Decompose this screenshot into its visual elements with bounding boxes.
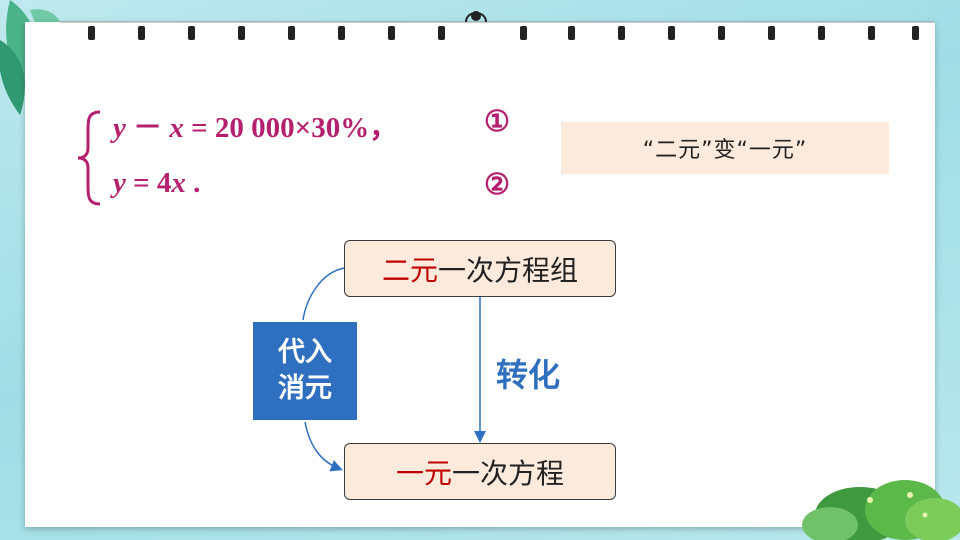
top-box-highlight: 二元: [381, 253, 438, 287]
linear-equation-box: 一元一次方程: [344, 443, 616, 500]
eq1-var-y: y: [113, 112, 126, 144]
eq2-var-x: x: [171, 167, 186, 199]
binder-rings: [60, 11, 935, 40]
convert-label: 转化: [496, 356, 561, 394]
side-label-line1: 代入: [278, 337, 332, 368]
eq1-minus: －: [133, 112, 163, 144]
substitution-elimination-label: 代入 消元: [253, 322, 357, 420]
eq2-var-y: y: [113, 167, 126, 199]
equation-2-number: ②: [484, 169, 510, 201]
system-brace: [77, 110, 101, 206]
equation-1: y － x = 20 000×30%，: [113, 104, 398, 146]
bush-decoration: [802, 480, 960, 540]
note-two-to-one: “二元”变“一元”: [561, 122, 889, 174]
eq1-rhs: = 20 000×30%，: [191, 112, 399, 144]
equation-2: y = 4x .: [113, 167, 200, 200]
eq2-rhs: = 4: [133, 167, 172, 199]
bottom-box-highlight: 一元: [395, 456, 452, 490]
eq2-period: .: [193, 167, 201, 199]
bottom-box-text: 一次方程: [452, 456, 565, 490]
system-equations-box: 二元一次方程组: [344, 240, 616, 297]
eq1-var-x: x: [169, 112, 184, 144]
side-label-line2: 消元: [278, 373, 332, 404]
equation-1-number: ①: [484, 106, 510, 138]
top-box-text: 一次方程组: [438, 253, 579, 287]
